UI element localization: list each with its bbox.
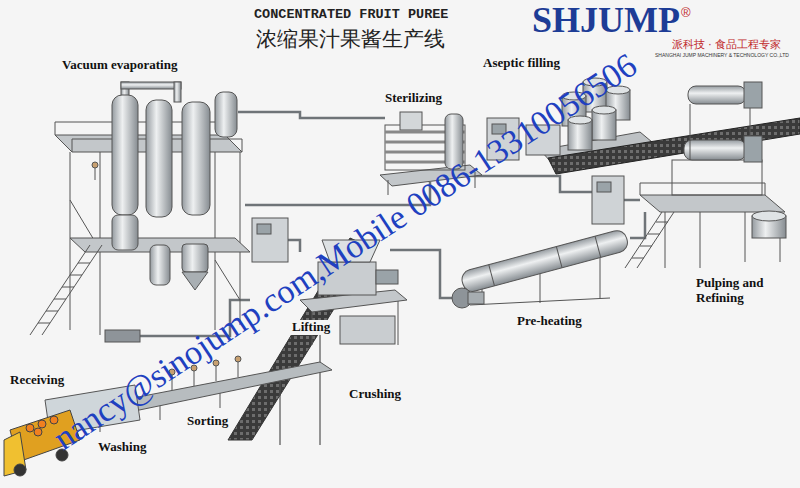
stage-label: Sorting: [185, 414, 230, 429]
sorting-washing-line: [216, 366, 217, 381]
vacuum-evaporator: [182, 244, 208, 272]
vacuum-evaporator: [121, 82, 181, 89]
stage-label: Aseptic filling: [481, 56, 562, 71]
vacuum-evaporator: [62, 287, 74, 288]
truck: [34, 428, 42, 436]
stage-label: Pulping and Refining: [694, 276, 780, 306]
stage-label: Receiving: [8, 373, 66, 388]
sorting-washing-line: [213, 360, 219, 366]
pre-heater: [468, 292, 484, 304]
vacuum-evaporator: [112, 95, 138, 215]
pulper-refiner: [640, 246, 652, 247]
vacuum-evaporator: [70, 275, 82, 276]
pulper-refiner: [752, 211, 786, 221]
vacuum-evaporator: [150, 245, 170, 285]
logo-text: SHJUMP: [532, 0, 680, 41]
pre-heater-tube: [460, 228, 630, 293]
pipes: [390, 250, 455, 298]
crusher: [376, 270, 398, 284]
vacuum-evaporator: [92, 162, 98, 168]
vacuum-evaporator: [174, 82, 181, 102]
vacuum-evaporator: [215, 92, 237, 137]
vacuum-evaporator: [215, 260, 240, 300]
elevator: [280, 380, 281, 445]
sorting-washing-line: [235, 356, 241, 362]
control-cabinet: [252, 218, 288, 262]
pre-heater-tube: [489, 265, 495, 286]
stage-label: Vacuum evaporating: [60, 58, 179, 73]
pulper-refiner: [750, 104, 751, 136]
control-cabinet: [597, 182, 611, 192]
vacuum-evaporator: [95, 168, 96, 180]
pipes: [624, 199, 640, 202]
truck: [26, 424, 34, 432]
pre-heater: [452, 228, 630, 308]
pulper-refiner: [684, 140, 746, 160]
truck: [38, 420, 46, 428]
sorting-washing-line: [220, 392, 221, 408]
vacuum-evaporator: [54, 299, 66, 300]
registered-mark: ®: [681, 6, 691, 21]
stage-label: Washing: [96, 440, 148, 455]
truck: [14, 464, 26, 476]
crusher: [398, 295, 399, 345]
sterilizer: [388, 180, 389, 195]
pulper-refiner: [744, 136, 762, 162]
pre-heater-tube: [460, 228, 630, 293]
pulper-refiner: [632, 258, 644, 259]
vacuum-evaporator: [182, 272, 208, 290]
crusher: [340, 316, 395, 344]
stage-label: Sterilizing: [383, 91, 444, 106]
pulper-refiner: [625, 82, 786, 268]
vacuum-evaporator: [42, 245, 102, 335]
stage-label: Pre-heating: [515, 314, 584, 329]
vacuum-evaporator: [30, 245, 90, 335]
pulper-refiner: [665, 212, 666, 268]
control-cabinet: [592, 176, 624, 224]
vacuum-evaporator: [70, 152, 71, 330]
pulper-refiner: [640, 195, 785, 212]
vacuum-evaporator: [146, 100, 172, 217]
pulper-refiner: [745, 212, 746, 262]
company-name: SHANGHAI JUMP MACHINERY & TECHNOLOGY CO.…: [655, 53, 789, 59]
pipes: [288, 240, 300, 252]
vacuum-evaporator: [105, 330, 140, 342]
vacuum-evaporator: [182, 102, 210, 215]
control-cabinet: [257, 224, 271, 234]
pulper-refiner: [744, 82, 762, 108]
truck: [4, 432, 26, 476]
sorting-washing-line: [160, 404, 161, 420]
sterilizer: [400, 112, 422, 130]
pre-heater-tube: [595, 236, 601, 257]
pulper-refiner: [640, 183, 765, 195]
pre-heater: [470, 298, 610, 305]
pulper-refiner: [672, 160, 762, 195]
pre-heater-tube: [556, 247, 562, 268]
vacuum-evaporator: [38, 323, 50, 324]
pulper-refiner: [690, 104, 691, 160]
pipes: [630, 212, 645, 238]
pipes: [238, 112, 385, 118]
vacuum-evaporator: [78, 263, 90, 264]
stage-label: Crushing: [347, 387, 403, 402]
pulper-refiner: [700, 212, 701, 268]
pulper-refiner: [637, 212, 674, 268]
vacuum-evaporator: [46, 311, 58, 312]
pulper-refiner: [656, 222, 668, 223]
company-slogan: 派科技 · 食品工程专家: [672, 38, 781, 50]
sorting-washing-line: [280, 380, 281, 396]
pulper-refiner: [688, 86, 746, 104]
pulper-refiner: [625, 212, 662, 268]
vacuum-evaporator: [112, 215, 138, 250]
pulper-refiner: [648, 234, 660, 235]
chinese-title: 浓缩果汁果酱生产线: [256, 27, 445, 51]
stage-label: Lifting: [290, 320, 332, 335]
title: CONCENTRATED FRUIT PUREE: [254, 7, 448, 23]
vacuum-evaporator: [30, 82, 250, 342]
sorting-washing-line: [238, 362, 239, 377]
